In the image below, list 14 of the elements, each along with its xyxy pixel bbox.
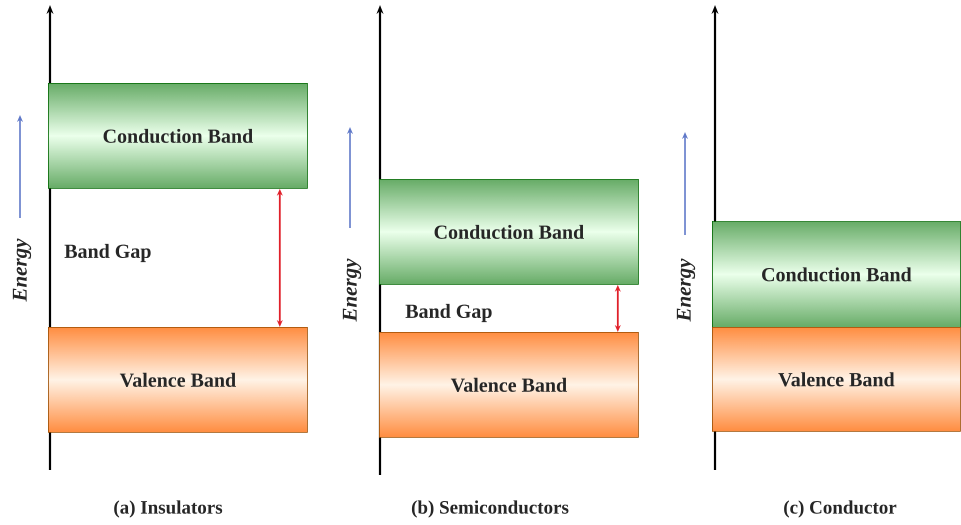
valence-band-box: Valence Band — [48, 327, 308, 433]
caption: (a) Insulators — [114, 500, 222, 518]
valence-band-box: Valence Band — [712, 327, 961, 432]
axis-label: Energy — [12, 238, 32, 302]
axis-label: Energy — [676, 258, 696, 322]
conduction-band-box: Conduction Band — [712, 221, 961, 328]
valence-band-box: Valence Band — [379, 332, 639, 438]
band-gap-label: Band Gap — [64, 244, 151, 262]
band-gap-label: Band Gap — [406, 304, 492, 322]
caption: (c) Conductor — [784, 500, 896, 518]
conduction-band-box: Conduction Band — [48, 83, 308, 189]
axis-label: Energy — [342, 258, 362, 322]
caption: (b) Semiconductors — [412, 500, 568, 518]
conduction-band-box: Conduction Band — [379, 179, 639, 285]
